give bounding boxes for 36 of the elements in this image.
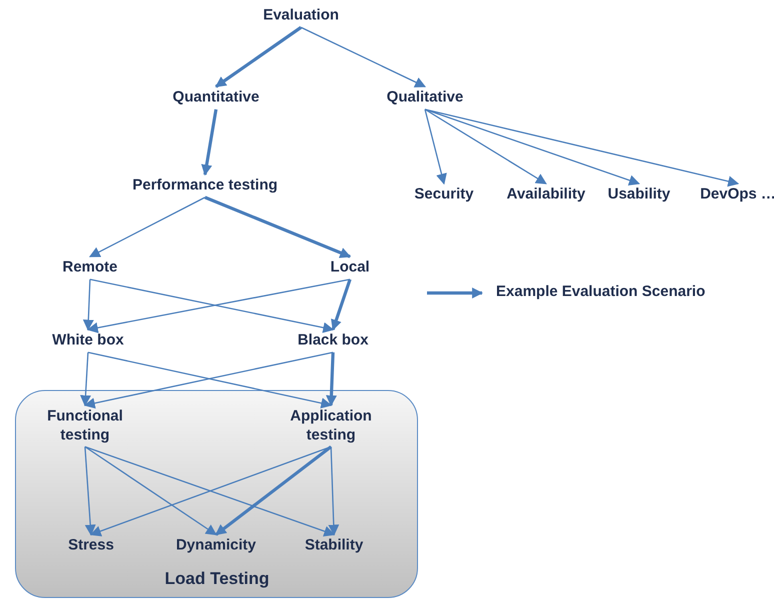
- arrow: [424, 109, 447, 185]
- panel-title: Load Testing: [164, 569, 270, 589]
- node-label: Usability: [608, 186, 670, 204]
- node-label: Evaluation: [263, 6, 339, 26]
- arrow: [328, 446, 340, 536]
- node-label: Performance testing: [132, 176, 278, 196]
- node-label: Local: [330, 258, 370, 278]
- arrow: [80, 352, 92, 406]
- node-label: DevOps …: [700, 186, 774, 204]
- arrow: [215, 445, 332, 536]
- arrow: [82, 279, 94, 331]
- legend-text: Example Evaluation Scenario: [496, 283, 706, 300]
- node-label: Functional testing: [35, 407, 135, 445]
- node-label: Availability: [506, 186, 586, 204]
- arrow: [330, 278, 352, 331]
- node-label: Black box: [298, 332, 368, 350]
- arrow: [84, 446, 217, 536]
- arrow: [424, 108, 547, 184]
- node-label: Stability: [304, 536, 364, 556]
- node-label: White box: [52, 332, 124, 350]
- arrow: [424, 108, 740, 187]
- arrow: [300, 26, 426, 88]
- arrow: [84, 446, 96, 536]
- arrow: [215, 26, 302, 88]
- arrow: [326, 352, 337, 406]
- node-label: Application testing: [276, 407, 386, 445]
- node-label: Stress: [68, 536, 114, 556]
- node-label: Qualitative: [386, 88, 464, 108]
- node-label: Security: [414, 186, 474, 204]
- node-label: Dynamicity: [176, 536, 256, 556]
- node-label: Quantitative: [172, 88, 260, 108]
- arrow: [89, 196, 206, 258]
- group-panel: [15, 390, 418, 598]
- node-label: Remote: [62, 258, 118, 278]
- arrow: [424, 108, 640, 186]
- arrow: [204, 196, 352, 258]
